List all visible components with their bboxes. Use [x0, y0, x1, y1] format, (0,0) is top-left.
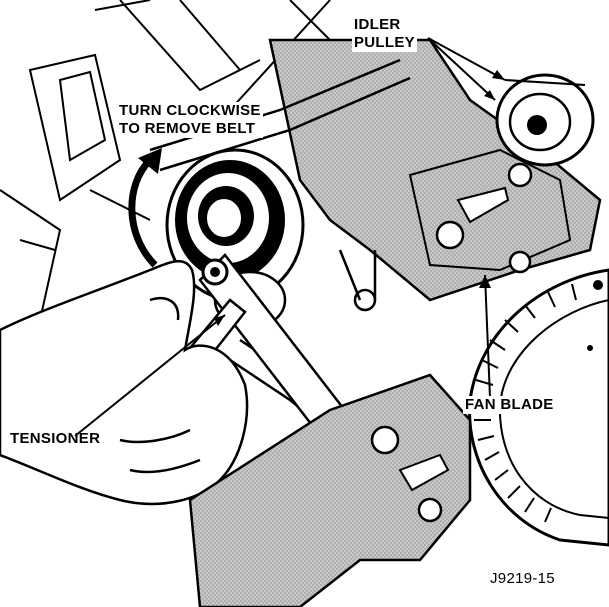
hand	[0, 260, 249, 506]
fan-blade-label: FAN BLADE	[463, 396, 556, 414]
bracket-bolt-hole	[435, 220, 465, 250]
leader-lines	[74, 37, 506, 437]
idler-bracket	[268, 38, 602, 302]
idler-label-line2: PULLEY	[354, 34, 415, 51]
engine-block-outline	[0, 0, 331, 331]
bracket-bolt-hole	[370, 425, 400, 455]
idler-leader-line	[427, 37, 496, 101]
idler-label-line1: IDLER	[354, 16, 401, 33]
idler-leader-line	[427, 37, 506, 81]
turn-label-line2: TO REMOVE BELT	[119, 120, 256, 137]
bracket-bolt-hole	[507, 162, 533, 188]
clockwise-arrow	[128, 148, 162, 268]
tensioner-label: TENSIONER	[10, 430, 101, 447]
bracket-bolt-hole	[508, 250, 532, 274]
figure-code: J9219-15	[490, 570, 555, 587]
tensioner-leader-line	[74, 314, 226, 437]
bracket-bolt	[338, 249, 377, 312]
rotation-instruction-label: TURN CLOCKWISE TO REMOVE BELT	[117, 102, 263, 138]
idler-pulley	[495, 73, 595, 167]
fan-blade-leader-line	[484, 274, 491, 399]
idler-pulley-label: IDLER PULLEY	[352, 16, 417, 52]
leader-arrowheads	[214, 70, 505, 326]
lower-bracket	[188, 373, 472, 607]
bracket-bolt-hole	[417, 497, 443, 523]
turn-label-line1: TURN CLOCKWISE	[119, 102, 261, 119]
